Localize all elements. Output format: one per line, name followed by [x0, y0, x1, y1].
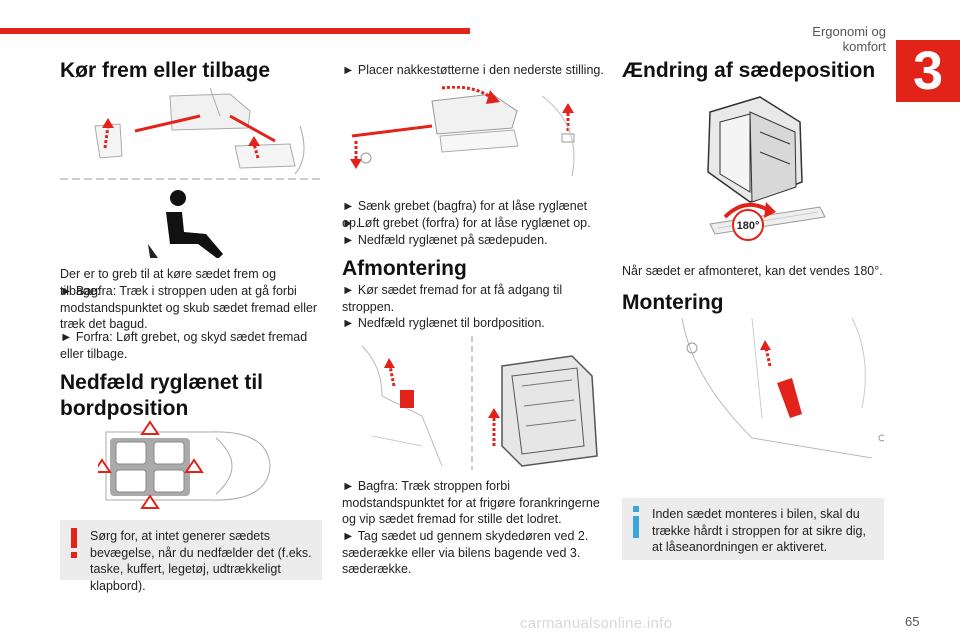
- headrest-lever-illustration: [350, 86, 575, 177]
- info-text: Inden sædet monteres i bilen, skal du tr…: [652, 507, 866, 554]
- info-note: Inden sædet monteres i bilen, skal du tr…: [622, 498, 884, 560]
- seat-slide-illustration: [60, 87, 322, 258]
- table-position-illustration: [98, 420, 271, 509]
- header-title: Ergonomi og komfort: [812, 24, 886, 54]
- warning-icon: [71, 528, 77, 558]
- warning-note: Sørg for, at intet generer sædets bevæge…: [60, 520, 322, 593]
- step-loeft-grebet: Løft grebet (forfra) for at låse ryglæne…: [342, 215, 604, 232]
- watermark: carmanualsonline.info: [0, 615, 960, 640]
- heading-aendring: Ændring af sædeposition: [622, 59, 876, 82]
- mounting-illustration: [681, 318, 884, 458]
- heading-afmontering: Afmontering: [342, 257, 467, 280]
- step-tag-saedet-ud: Tag sædet ud gennem skydedøren ved 2. sæ…: [342, 528, 604, 578]
- step-traek-stroppen: Bagfra: Træk stroppen forbi modstandspun…: [342, 478, 604, 528]
- step-bordposition: Nedfæld ryglænet til bordposition.: [342, 315, 604, 332]
- info-icon: [633, 506, 639, 538]
- step-nakkestotter: Placer nakkestøtterne i den nederste sti…: [342, 62, 604, 79]
- heading-montering: Montering: [622, 291, 724, 314]
- warning-text: Sørg for, at intet generer sædets bevæge…: [90, 529, 312, 593]
- rotation-caption: Når sædet er afmonteret, kan det vendes …: [622, 264, 883, 278]
- watermark-text: carmanualsonline.info: [520, 615, 673, 632]
- heading-kor-frem: Kør frem eller tilbage: [60, 59, 271, 82]
- seat-rotation-illustration: 180°: [707, 96, 826, 241]
- header-accent-bar: [0, 28, 470, 34]
- page-number: 65: [905, 614, 920, 629]
- step-nedfaeld-ryglaenet: Nedfæld ryglænet på sædepuden.: [342, 232, 604, 249]
- heading-nedfaeld: Nedfæld ryglænet til bordposition: [60, 371, 264, 420]
- rotation-label: 180°: [737, 220, 760, 232]
- seat-removal-illustration: [361, 336, 598, 470]
- step-koer-saedet: Kør sædet fremad for at få adgang til st…: [342, 282, 604, 315]
- step-forfra: Forfra: Løft grebet, og skyd sædet frema…: [60, 329, 320, 362]
- step-bagfra: Bagfra: Træk i stroppen uden at gå forbi…: [60, 283, 320, 333]
- chapter-badge: 3: [896, 40, 960, 102]
